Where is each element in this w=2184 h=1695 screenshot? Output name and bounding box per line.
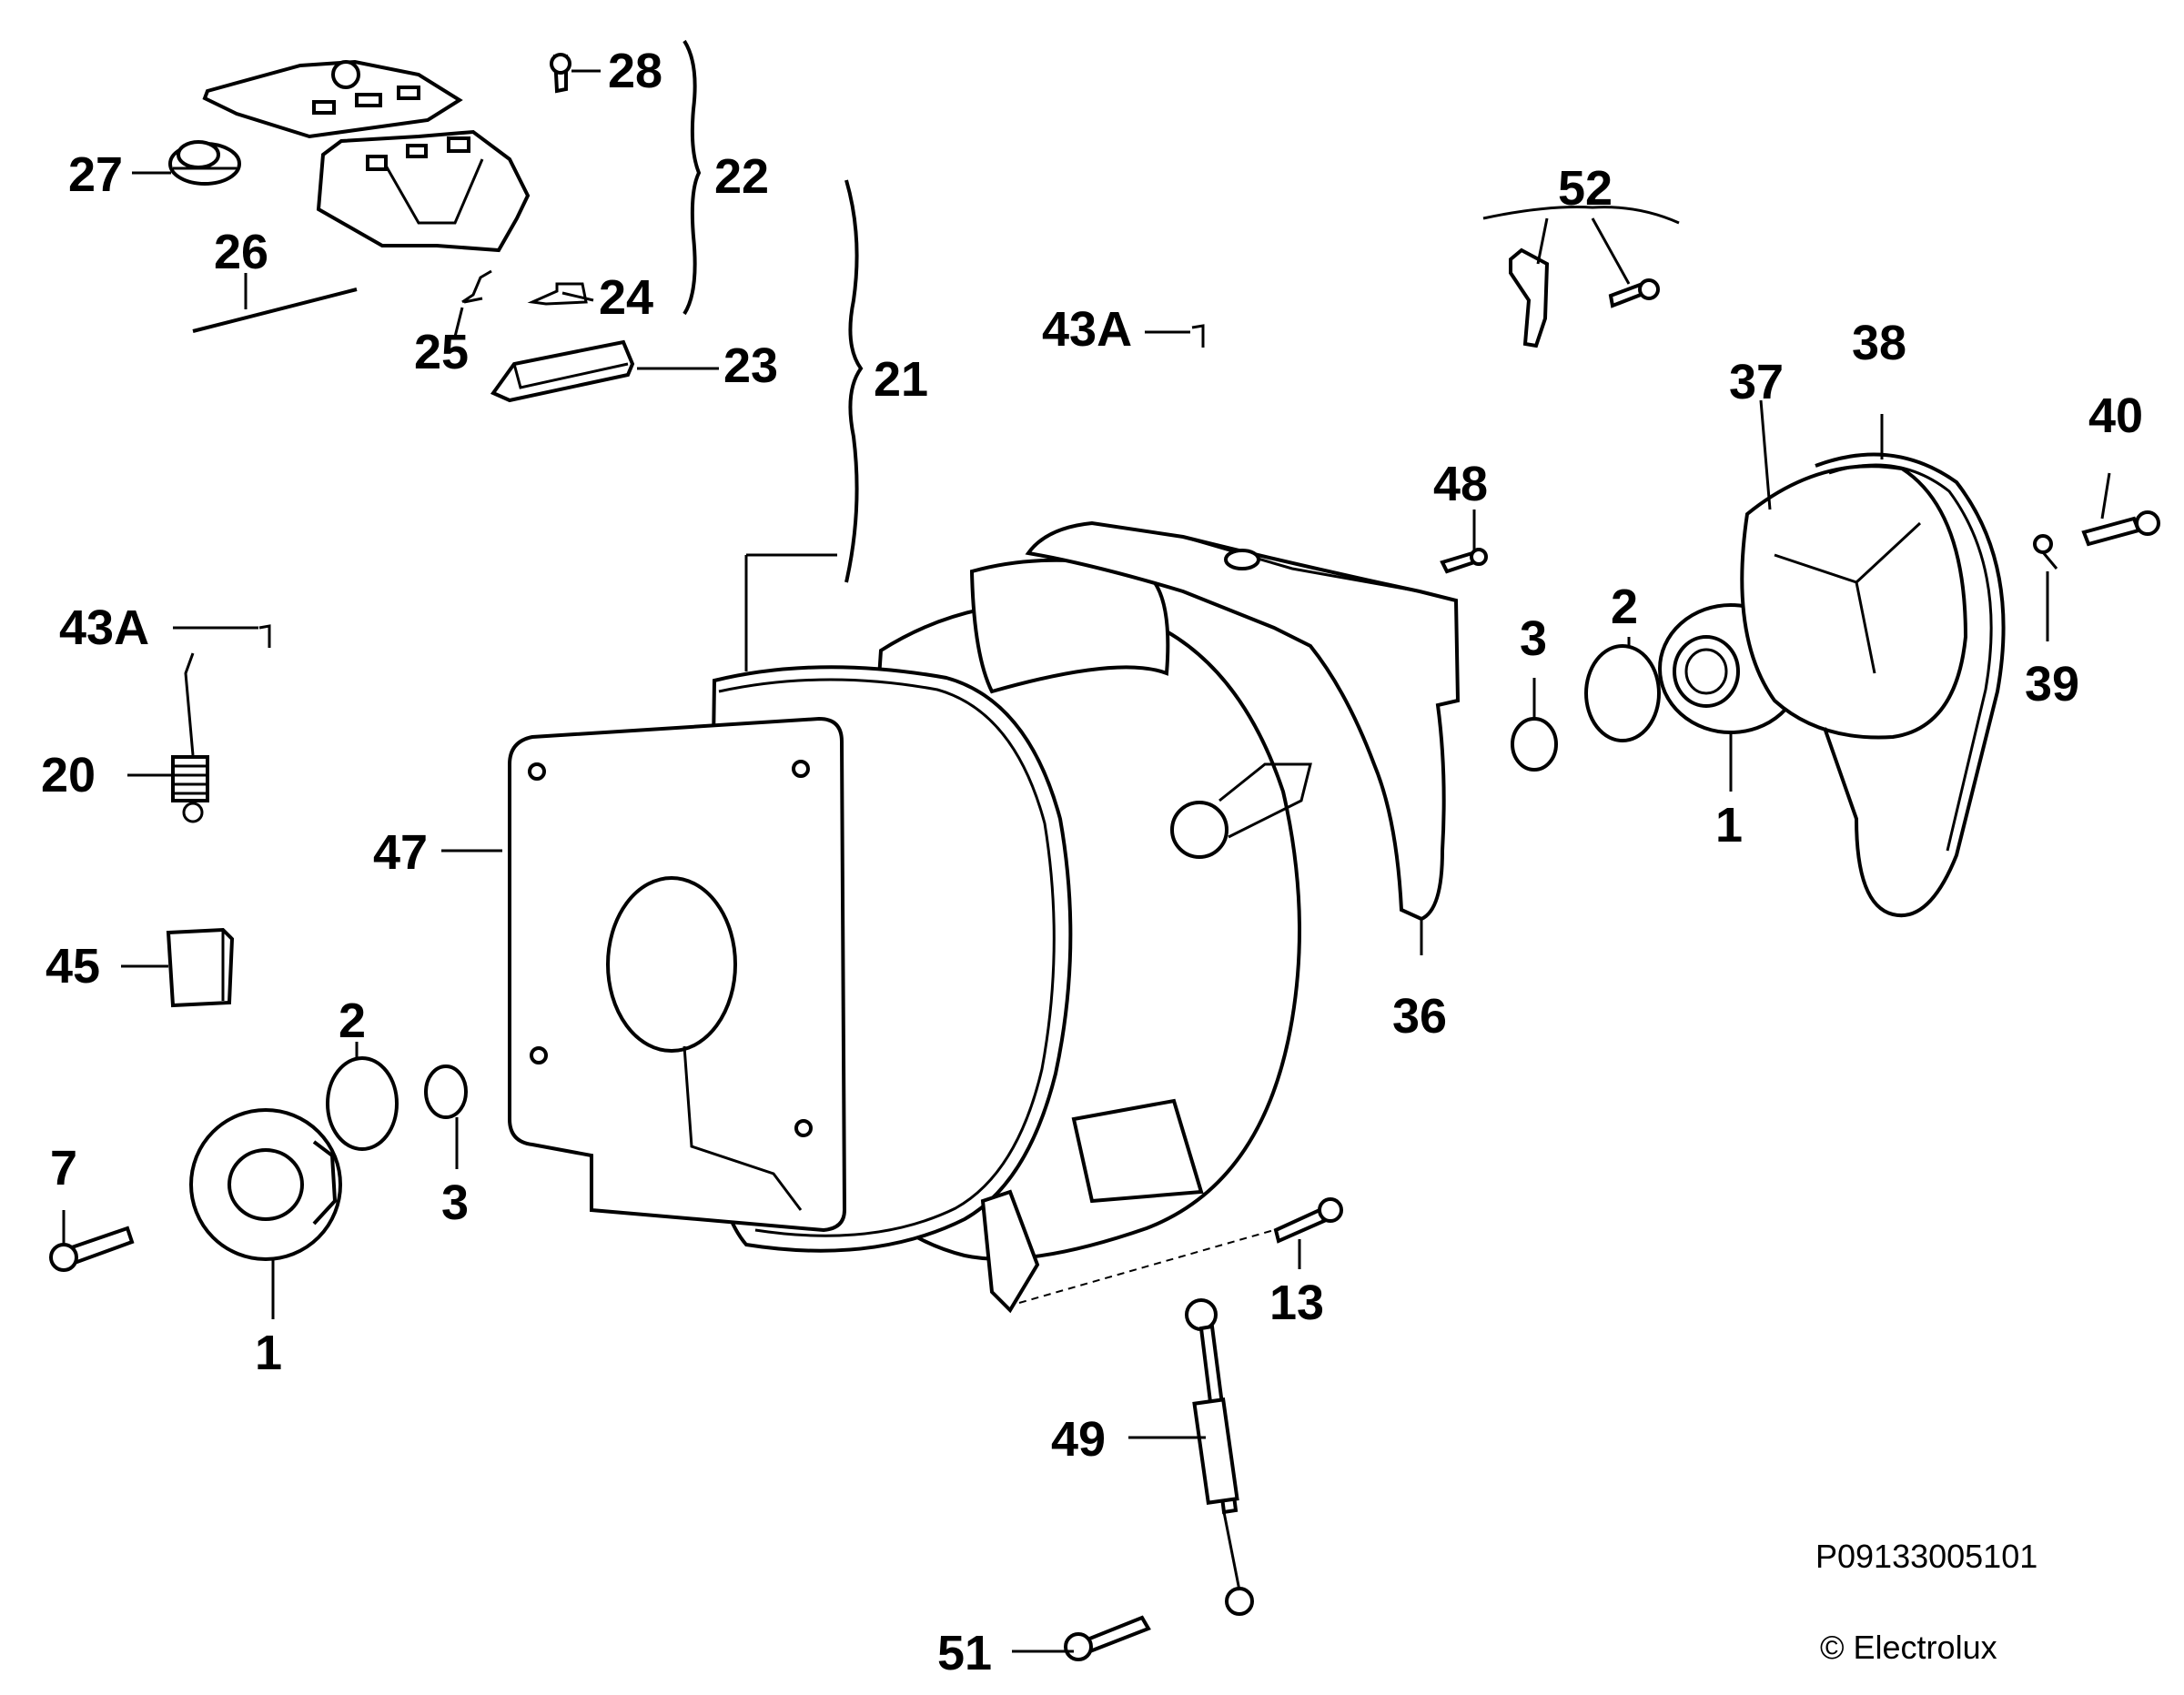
hook-43a-left: [258, 624, 271, 648]
part-code: P09133005101: [1815, 1538, 2038, 1575]
brace-22: [682, 39, 702, 316]
callout-22: 22: [714, 149, 769, 204]
dash-line-13: [1018, 1229, 1275, 1304]
knob-part-27: [168, 140, 241, 186]
screw-part-48: [1440, 548, 1488, 574]
callout-51: 51: [937, 1626, 992, 1680]
screw-part-13: [1273, 1197, 1343, 1244]
tub-assembly: [508, 520, 1461, 1314]
callout-45: 45: [46, 939, 100, 994]
pulley-part-37: [1740, 464, 1968, 740]
callout-3-left: 3: [441, 1175, 469, 1230]
callout-labels: 28 22 27 26 24 25 23 21 43A 52 38 37 40 …: [41, 44, 2143, 1680]
callout-52: 52: [1558, 161, 1613, 216]
callout-36: 36: [1392, 989, 1447, 1044]
callout-23: 23: [723, 338, 778, 393]
callout-27: 27: [68, 147, 123, 202]
callout-2-left: 2: [339, 994, 366, 1048]
callout-3-right: 3: [1520, 611, 1547, 666]
panel-cover-part: [202, 59, 463, 139]
callout-38: 38: [1852, 316, 1906, 370]
bearing-housing-left: [189, 1108, 342, 1261]
callout-43a-top: 43A: [1042, 302, 1132, 357]
callout-26: 26: [214, 225, 268, 279]
callout-21: 21: [874, 352, 928, 407]
callout-43a-left: 43A: [59, 600, 149, 655]
brace-52: [1482, 206, 1680, 225]
copyright-notice: © Electrolux: [1820, 1629, 1997, 1666]
oring-right: [1584, 644, 1661, 742]
hook-43a-top: [1191, 324, 1205, 348]
callout-7: 7: [50, 1141, 77, 1196]
callout-40: 40: [2088, 388, 2143, 443]
washer-left: [424, 1064, 468, 1119]
callout-49: 49: [1051, 1412, 1106, 1467]
leader-lines: [62, 69, 2111, 1653]
brace-21: [844, 179, 864, 583]
callout-28: 28: [608, 44, 662, 98]
callout-47: 47: [373, 825, 428, 880]
screw-part-28: [550, 53, 571, 94]
callout-13: 13: [1269, 1276, 1324, 1330]
callout-2-right: 2: [1611, 580, 1638, 634]
trim-part-23: [490, 339, 635, 403]
clip-part-25: [461, 269, 492, 304]
belt-part-38: [1815, 452, 2006, 918]
bracket-part-52: [1509, 247, 1660, 348]
callout-20: 20: [41, 748, 96, 802]
callout-39: 39: [2025, 657, 2079, 711]
terminal-part-39: [2033, 534, 2058, 570]
callout-25: 25: [414, 325, 469, 379]
damper-part-49: [1185, 1298, 1254, 1616]
oring-left: [326, 1056, 399, 1151]
bolt-part-40: [2081, 510, 2160, 547]
spring-part-20: [171, 652, 209, 823]
clip-part-24: [527, 282, 588, 306]
callout-1-left: 1: [255, 1326, 282, 1380]
bolt-part-7: [49, 1226, 135, 1272]
callout-1-right: 1: [1715, 798, 1743, 853]
block-part-45: [166, 927, 235, 1008]
callout-37: 37: [1729, 355, 1784, 409]
panel-front-part: [316, 129, 531, 253]
callout-48: 48: [1433, 457, 1488, 511]
callout-24: 24: [599, 270, 653, 325]
rod-part-26: [192, 288, 358, 333]
pin-part-51: [1064, 1615, 1151, 1661]
washer-right: [1511, 717, 1558, 772]
